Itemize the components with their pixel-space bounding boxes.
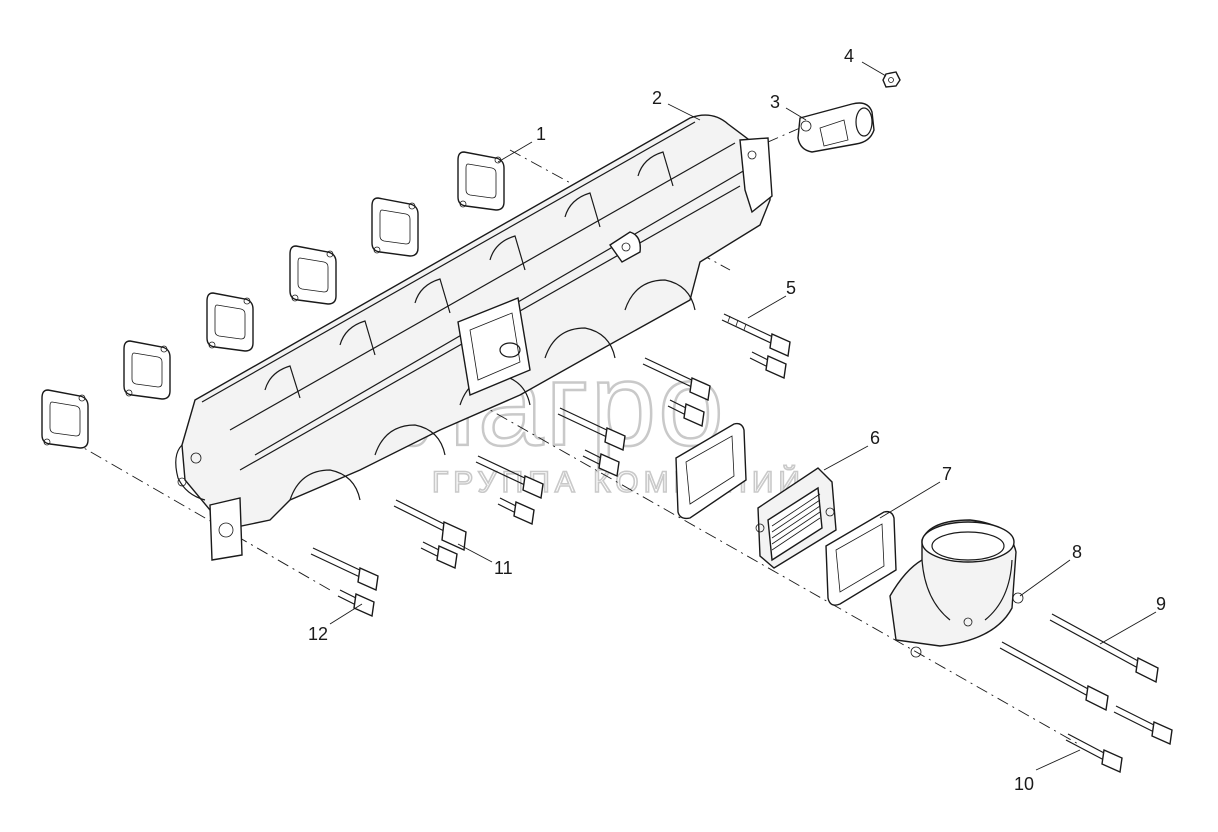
bolt — [1049, 613, 1159, 684]
callout-5: 5 — [786, 278, 796, 298]
inlet-elbow — [889, 519, 1024, 658]
bolt — [1113, 705, 1173, 746]
bolt — [420, 541, 458, 570]
bolt — [749, 351, 787, 380]
callout-7: 7 — [942, 464, 952, 484]
bolt — [582, 449, 620, 478]
bolt — [497, 497, 535, 526]
bolts — [310, 313, 1173, 774]
bolt — [337, 589, 375, 618]
callout-11: 11 — [494, 558, 513, 578]
callout-9: 9 — [1156, 594, 1166, 614]
screw-4 — [882, 71, 901, 88]
gasket — [206, 292, 254, 352]
callout-numbers: 1 2 3 4 5 6 7 8 9 10 11 12 — [308, 46, 1166, 794]
bolt — [1065, 733, 1123, 774]
bolt — [999, 641, 1109, 712]
callout-6: 6 — [870, 428, 880, 448]
bolt — [557, 407, 626, 452]
gasket — [457, 151, 505, 211]
heater-gasket — [825, 510, 897, 606]
gasket-set — [41, 151, 505, 449]
callout-3: 3 — [770, 92, 780, 112]
bolt — [667, 399, 705, 428]
gasket — [41, 389, 89, 449]
gasket — [289, 245, 337, 305]
bolt — [475, 455, 544, 500]
heater-grid — [771, 493, 821, 551]
callout-1: 1 — [536, 124, 546, 144]
bolt — [721, 313, 791, 358]
callout-10: 10 — [1014, 774, 1034, 794]
callout-8: 8 — [1072, 542, 1082, 562]
callout-4: 4 — [844, 46, 854, 66]
sensor — [797, 102, 875, 153]
bolt — [310, 547, 379, 592]
callout-2: 2 — [652, 88, 662, 108]
intake-manifold — [175, 114, 773, 561]
stud — [393, 499, 467, 552]
callout-12: 12 — [308, 624, 328, 644]
flange-gasket — [675, 422, 747, 520]
gasket — [123, 340, 171, 400]
intake-heater — [755, 467, 837, 569]
leader-lines — [329, 61, 1157, 771]
gasket — [371, 197, 419, 257]
bolt — [642, 357, 711, 402]
